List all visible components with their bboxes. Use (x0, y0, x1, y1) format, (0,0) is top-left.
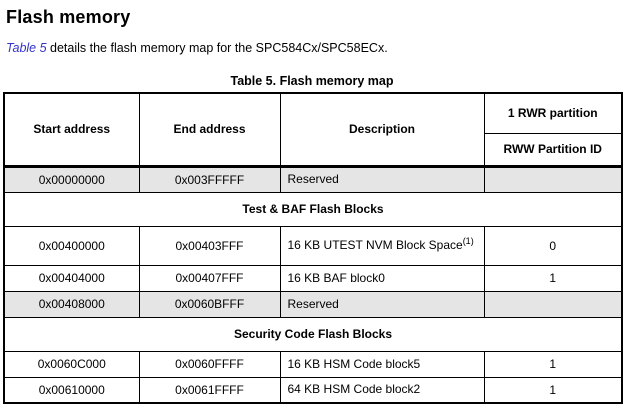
document-page: Flash memory Table 5 details the flash m… (0, 7, 624, 415)
partition-id-cell: 0 (483, 225, 623, 266)
end-address-cell: 0x0060FFFF (138, 350, 281, 378)
footnote-ref: (1) (462, 236, 474, 246)
flash-memory-map-table: Start address End address Description 1 … (3, 92, 623, 404)
rww-partition-id-header: RWW Partition ID (483, 132, 623, 167)
header-row-bottom: RWW Partition ID (4, 132, 623, 167)
partition-id-cell: 1 (483, 350, 623, 378)
description-cell: 16 KB BAF block0 (279, 264, 485, 292)
description-cell: 16 KB HSM Code block5 (279, 350, 485, 378)
header-row-top: Start address End address Description 1 … (3, 92, 623, 167)
table-header: Start address End address Description 1 … (3, 92, 623, 167)
description-cell: 64 KB HSM Code block2 (279, 376, 485, 404)
partition-id-cell: 1 (483, 376, 623, 404)
start-address-cell: 0x00408000 (3, 290, 140, 318)
end-address-cell: 0x00403FFF (138, 225, 281, 266)
rwr-partition-header: 1 RWR partition (483, 92, 623, 134)
description-header: Description (279, 92, 485, 167)
end-address-cell: 0x0061FFFF (138, 376, 281, 404)
page-title: Flash memory (6, 7, 131, 27)
end-address-header: End address (138, 92, 281, 167)
description-cell: Reserved (279, 165, 485, 193)
intro-paragraph: Table 5 details the flash memory map for… (6, 41, 624, 55)
intro-text: details the flash memory map for the SPC… (46, 41, 388, 55)
description-cell: 16 KB UTEST NVM Block Space(1) (279, 225, 485, 266)
partition-id-cell (483, 290, 623, 318)
start-address-header: Start address (3, 92, 140, 167)
start-address-cell: 0x0060C000 (3, 350, 140, 378)
table-caption: Table 5. Flash memory map (230, 74, 394, 88)
section-header-cell: Security Code Flash Blocks (3, 316, 623, 352)
start-address-cell: 0x00400000 (3, 225, 140, 266)
start-address-cell: 0x00610000 (3, 376, 140, 404)
end-address-cell: 0x0060BFFF (138, 290, 281, 318)
end-address-cell: 0x00407FFF (138, 264, 281, 292)
end-address-cell: 0x003FFFFF (138, 165, 281, 193)
start-address-cell: 0x00404000 (3, 264, 140, 292)
start-address-cell: 0x00000000 (3, 165, 140, 193)
section-row: Security Code Flash Blocks (3, 316, 623, 352)
partition-id-cell: 1 (483, 264, 623, 292)
partition-id-cell (483, 165, 623, 193)
section-row: Test & BAF Flash Blocks (3, 191, 623, 227)
table-5-link[interactable]: Table 5 (6, 41, 47, 55)
description-cell: Reserved (279, 290, 485, 318)
section-header-cell: Test & BAF Flash Blocks (3, 191, 623, 227)
